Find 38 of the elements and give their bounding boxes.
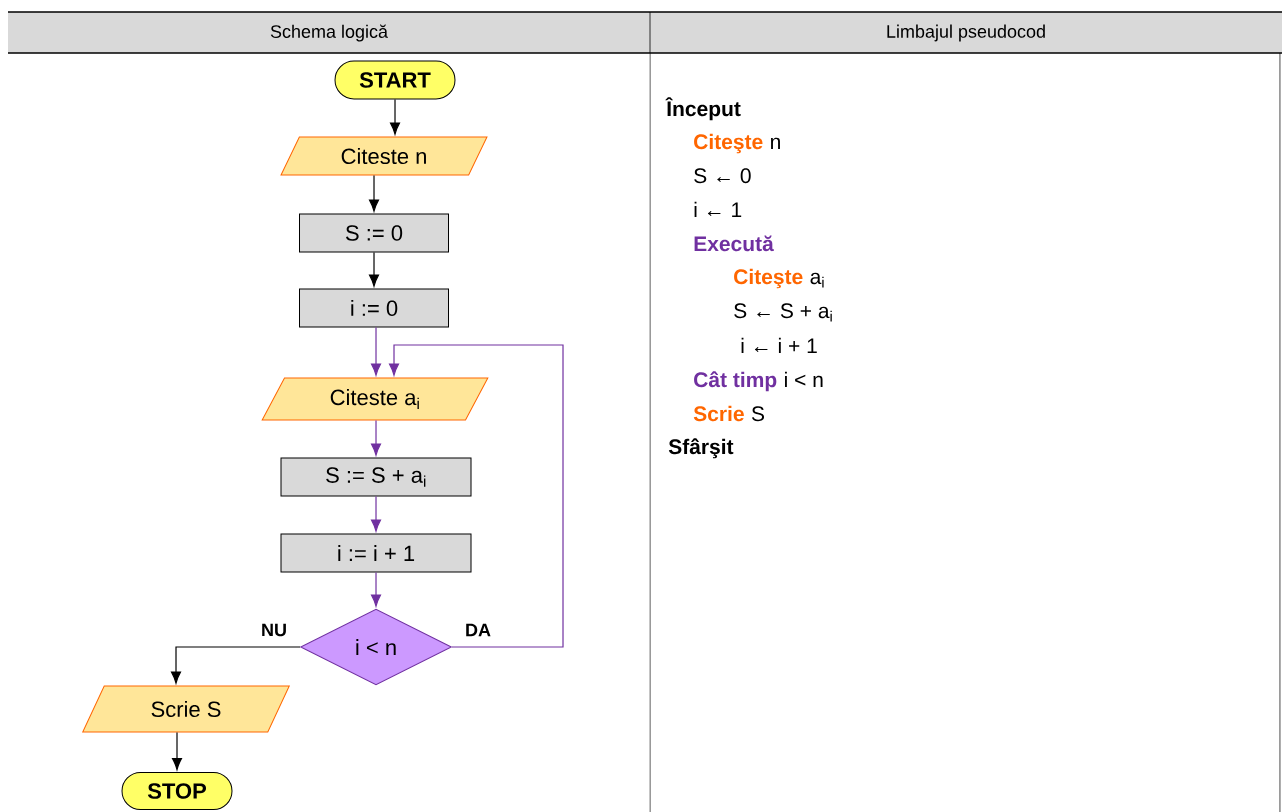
arrow <box>368 251 380 287</box>
code-line: i ← 1 <box>694 201 742 217</box>
keyword: Citeşte <box>694 133 763 154</box>
process-box: S := 0 <box>299 213 449 253</box>
code-line: S <box>751 406 765 422</box>
input-output-box: Citeste n <box>280 136 488 176</box>
edge-label: NU <box>260 622 288 638</box>
process-box: i := i + 1 <box>280 533 472 573</box>
header-cell: Schema logică <box>7 11 651 54</box>
code-line: S ← 0 <box>694 168 751 184</box>
input-output-box: Citeste a$_{i}$ <box>261 377 489 421</box>
terminal-box: START <box>334 60 456 100</box>
code-line: n <box>771 137 780 149</box>
arrow <box>368 174 380 212</box>
keyword: Execută <box>694 235 774 252</box>
code-line: a$_{i}$ <box>810 272 824 288</box>
header-cell: Limbajul pseudocod <box>649 11 1282 54</box>
code-line: i ← i + 1 <box>741 337 817 353</box>
code-line: S ← S + a$_{i}$ <box>734 303 832 322</box>
keyword: Cât timp <box>694 371 777 392</box>
arrow <box>370 326 382 376</box>
arrow <box>370 571 382 607</box>
code-line: Început <box>665 97 741 121</box>
arrow <box>170 646 301 684</box>
process-box: i := 0 <box>299 288 449 328</box>
arrow <box>370 419 382 456</box>
arrow <box>389 98 401 135</box>
edge-label: DA <box>464 622 492 638</box>
arrow <box>171 731 183 771</box>
terminal-box: STOP <box>121 772 233 810</box>
arrow <box>370 495 382 532</box>
input-output-box: Scrie S <box>82 685 290 733</box>
code-line: Sfârşit <box>668 438 734 459</box>
keyword: Citeşte <box>734 268 803 289</box>
code-line: i < n <box>785 371 823 387</box>
arrow <box>388 344 564 648</box>
keyword: Scrie <box>693 405 744 422</box>
process-box: S := S + a$_{i}$ <box>280 457 472 497</box>
